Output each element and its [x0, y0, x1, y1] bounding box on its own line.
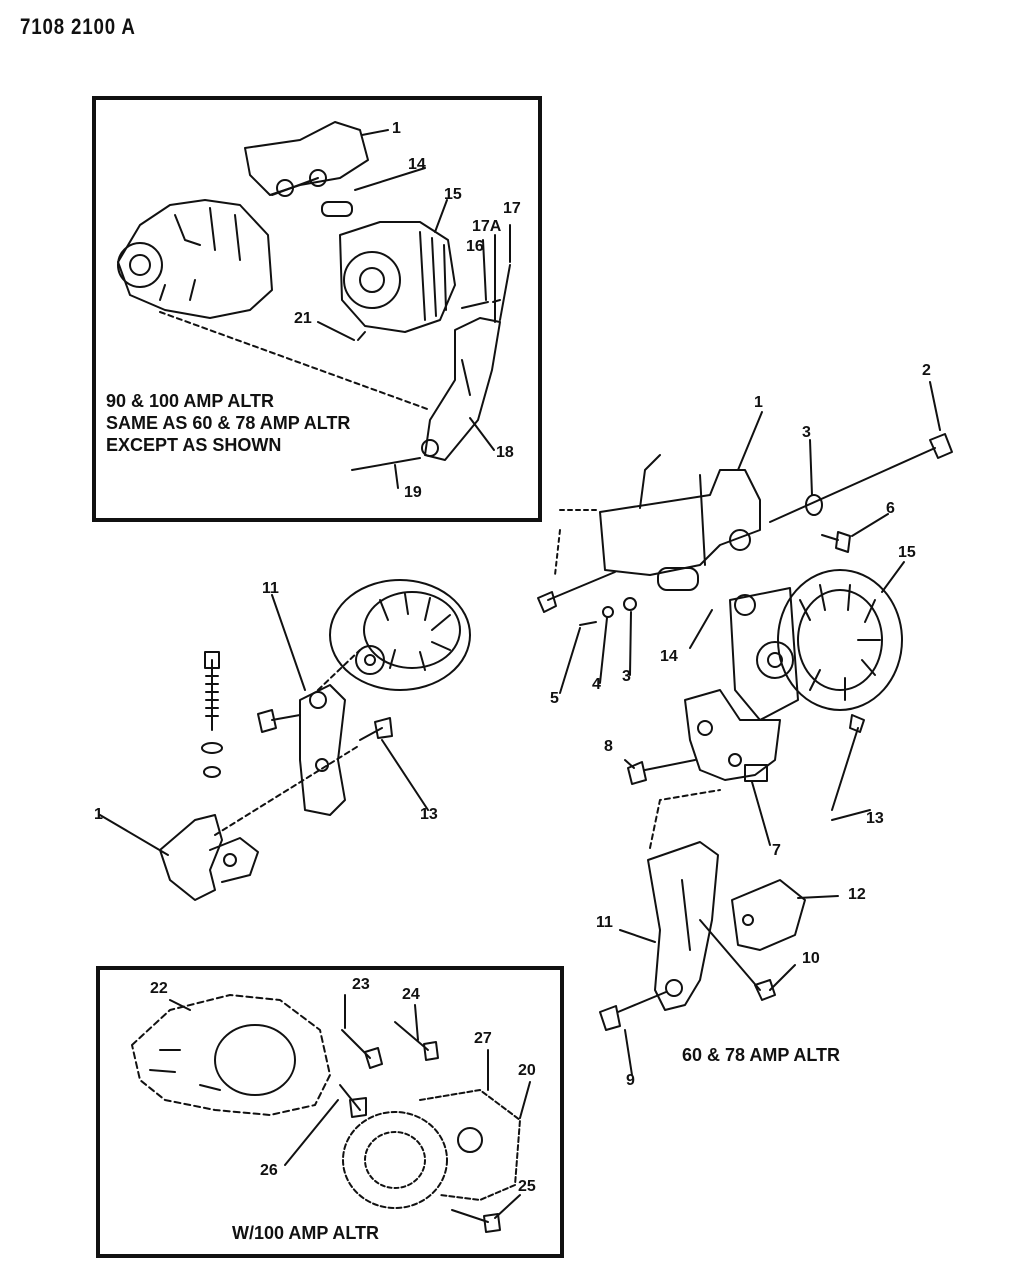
- engine-bottom-inset: [132, 995, 330, 1115]
- mount-bracket-top-inset: [245, 122, 368, 196]
- bolts-top-inset: [352, 265, 510, 470]
- callout-4: 4: [592, 676, 601, 693]
- bracket-12: [732, 880, 805, 950]
- callout-3-main-bottom: 3: [622, 668, 631, 685]
- top-inset-caption-line-3: EXCEPT AS SHOWN: [106, 435, 282, 455]
- top-inset-caption-line-1: 90 & 100 AMP ALTR: [106, 391, 275, 411]
- stud-bolt-left-vertical: [202, 652, 222, 777]
- alternator-27-bottom: [343, 1090, 520, 1208]
- callout-23: 23: [352, 976, 370, 993]
- callout-9: 9: [626, 1072, 635, 1089]
- bolt-26: [340, 1085, 366, 1117]
- callout-15-main: 15: [898, 544, 916, 561]
- document-code: 7108 2100 A: [20, 14, 136, 39]
- main-view-caption: 60 & 78 AMP ALTR: [682, 1045, 841, 1065]
- mount-bracket-1-main: [600, 455, 760, 575]
- callout-1-left: 1: [94, 806, 103, 823]
- callout-13-left: 13: [420, 806, 438, 823]
- washer-3-top: [806, 495, 822, 515]
- callout-16-top: 16: [466, 238, 484, 255]
- callout-17-top: 17: [503, 200, 521, 217]
- top-inset-caption-line-2: SAME AS 60 & 78 AMP ALTR: [106, 413, 351, 433]
- bolt-13-main: [832, 715, 864, 810]
- callout-24: 24: [402, 986, 420, 1003]
- bottom-inset-caption: W/100 AMP ALTR: [232, 1223, 380, 1243]
- bolt-13-left: [360, 718, 392, 740]
- callout-18-top: 18: [496, 444, 514, 461]
- long-bolt-2: [770, 434, 952, 522]
- adjust-bracket-11-left: [300, 685, 345, 815]
- callout-10: 10: [802, 950, 820, 967]
- callout-14-top: 14: [408, 156, 426, 173]
- alternator-15-main: [730, 570, 902, 720]
- bolt-left-view: [258, 710, 300, 732]
- alternator-left-view: [330, 580, 470, 690]
- bolts-23-24: [342, 1022, 438, 1068]
- callout-13-main: 13: [866, 810, 884, 827]
- spacer-14-main: [658, 568, 698, 590]
- callout-5: 5: [550, 690, 559, 707]
- callout-2: 2: [922, 362, 931, 379]
- bolt-8: [628, 760, 695, 784]
- bolt-6: [822, 532, 850, 552]
- callout-25: 25: [518, 1178, 536, 1195]
- adjust-bracket-11-main: [648, 842, 718, 1010]
- mount-bracket-1-left: [160, 815, 258, 900]
- callout-14-main: 14: [660, 648, 678, 665]
- callout-22: 22: [150, 980, 168, 997]
- engine-block-top-inset: [118, 200, 272, 318]
- callout-8: 8: [604, 738, 613, 755]
- bolt-washers-5-4-3: [538, 572, 636, 625]
- callout-15-top: 15: [444, 186, 462, 203]
- callout-21-top: 21: [294, 310, 312, 327]
- bolt-25: [452, 1210, 500, 1232]
- callout-11-main: 11: [596, 914, 613, 931]
- callout-1-top: 1: [392, 120, 401, 137]
- alternator-top-inset: [340, 222, 455, 332]
- bolt-9: [600, 992, 666, 1030]
- callout-6: 6: [886, 500, 895, 517]
- callout-27: 27: [474, 1030, 492, 1047]
- inset-100-amp: [96, 966, 564, 1258]
- mount-bracket-7: [685, 690, 780, 781]
- callout-12: 12: [848, 886, 866, 903]
- spacer-14-top: [322, 202, 352, 216]
- callout-19-top: 19: [404, 484, 422, 501]
- callout-11-left: 11: [262, 580, 279, 597]
- top-inset-leader: [160, 312, 430, 410]
- inset-90-100-amp: [92, 96, 542, 522]
- adjust-bracket-18: [422, 318, 500, 460]
- callout-26: 26: [260, 1162, 278, 1179]
- bolt-10: [700, 920, 775, 1000]
- callout-3-main-top: 3: [802, 424, 811, 441]
- callout-17a-top: 17A: [472, 218, 502, 235]
- callout-20: 20: [518, 1062, 536, 1079]
- callout-1-main: 1: [754, 394, 763, 411]
- callout-7: 7: [772, 842, 781, 859]
